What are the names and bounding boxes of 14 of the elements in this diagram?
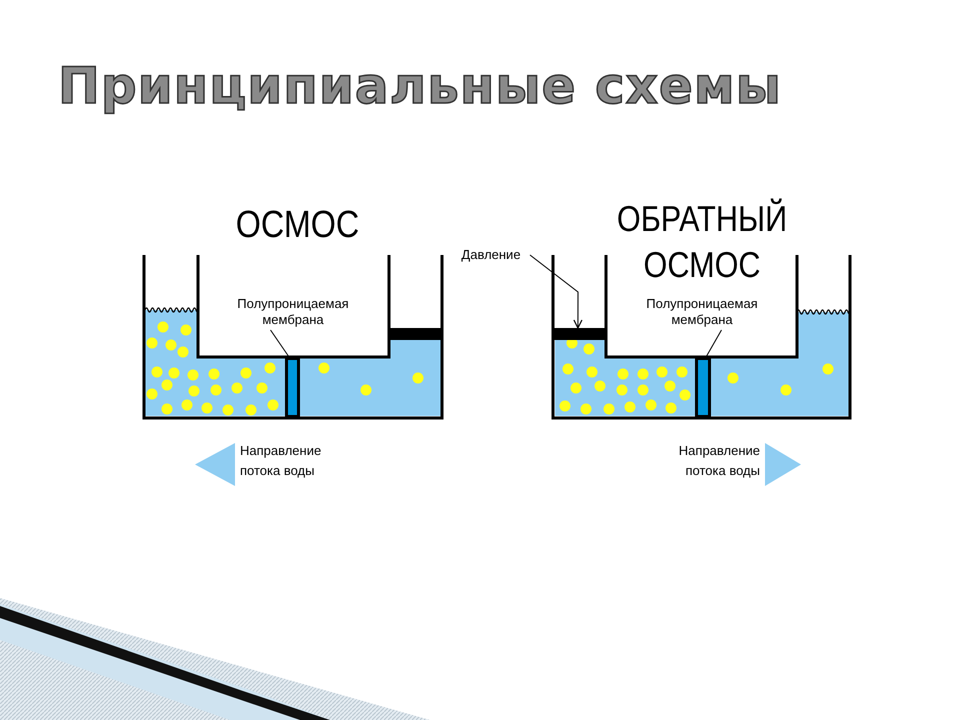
flow-direction-label: Направление потока воды [678, 442, 760, 480]
membrane [695, 357, 711, 418]
flow-direction-label: Направление потока воды [240, 442, 322, 480]
diagram-heading: ОСМОС [234, 203, 360, 248]
membrane [285, 357, 300, 418]
leader-line [270, 330, 290, 358]
leader-line [530, 254, 583, 329]
callout-label: Давление [461, 247, 521, 263]
slide-title: Принципиальные схемы [58, 56, 782, 116]
diagram-heading: ОБРАТНЫЙ ОСМОС [616, 197, 788, 287]
callout-label: Полупроницаемая мембрана [645, 296, 759, 328]
piston [553, 328, 606, 340]
leader-line [706, 330, 722, 358]
callout-label: Полупроницаемая мембрана [236, 296, 350, 328]
